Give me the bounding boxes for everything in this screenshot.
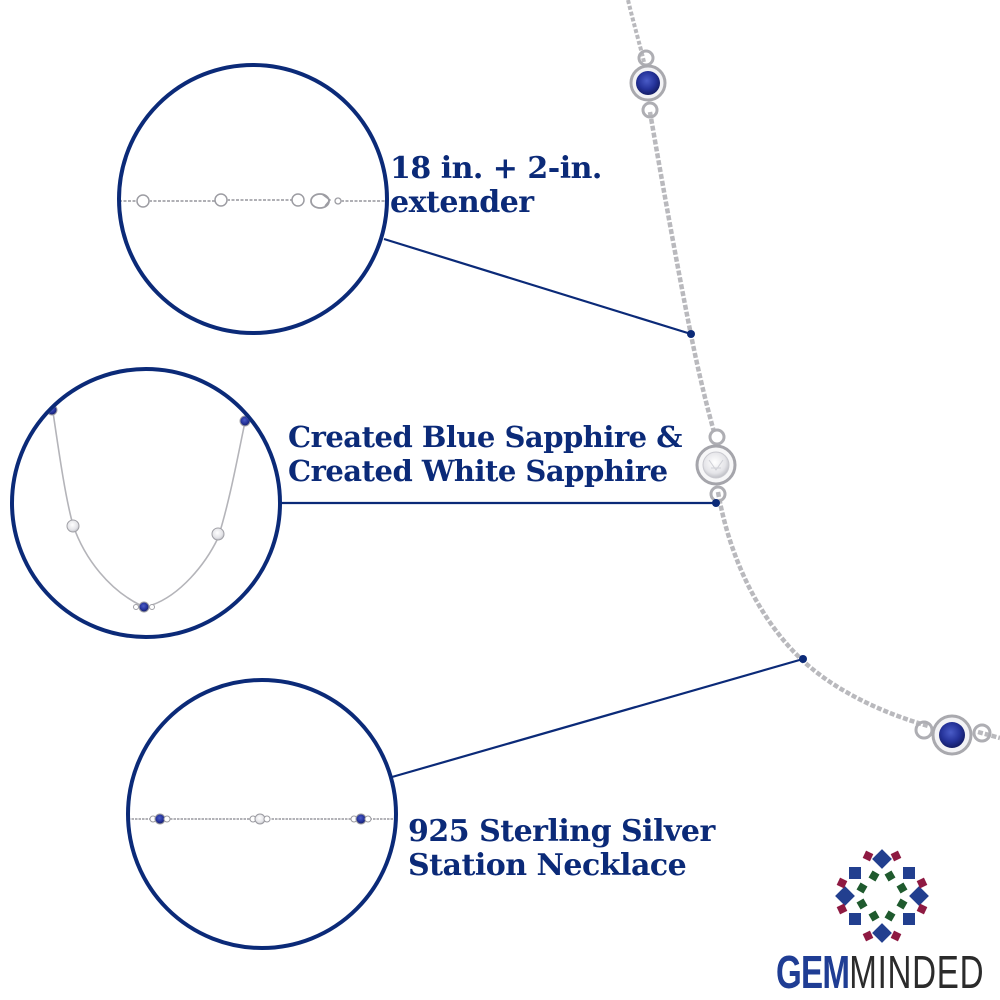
main-chain (626, 0, 1000, 741)
zoom-circle-stations (126, 678, 398, 950)
callout-metal-line-2: Station Necklace (408, 848, 687, 883)
callout-metal: 925 Sterling Silver Station Necklace (408, 815, 715, 883)
white-sapphire-station (695, 428, 737, 503)
callout-gemstones: Created Blue Sapphire & Created White Sa… (288, 420, 682, 488)
gem-rosette-icon (835, 849, 929, 943)
callout-connectors (280, 237, 807, 779)
zoom-circle-full-necklace (10, 367, 282, 639)
callout-gemstones-line-2: Created White Sapphire (288, 454, 668, 488)
blue-sapphire-station-top (629, 49, 667, 119)
callout-extender-line-1: 18 in. + 2-in. (390, 151, 602, 186)
callout-metal-line-1: 925 Sterling Silver (408, 814, 715, 849)
blue-sapphire-station-right (914, 714, 992, 756)
brand-name-bold: GEM (776, 946, 850, 998)
callout-gemstones-line-1: Created Blue Sapphire & (288, 420, 682, 454)
brand-logo-wordmark: GEMMINDED (776, 947, 984, 997)
brand-name-light: MINDED (849, 946, 985, 998)
zoom-circle-clasp (117, 63, 389, 335)
callout-extender: 18 in. + 2-in. extender (390, 152, 602, 220)
callout-extender-line-2: extender (390, 185, 534, 220)
